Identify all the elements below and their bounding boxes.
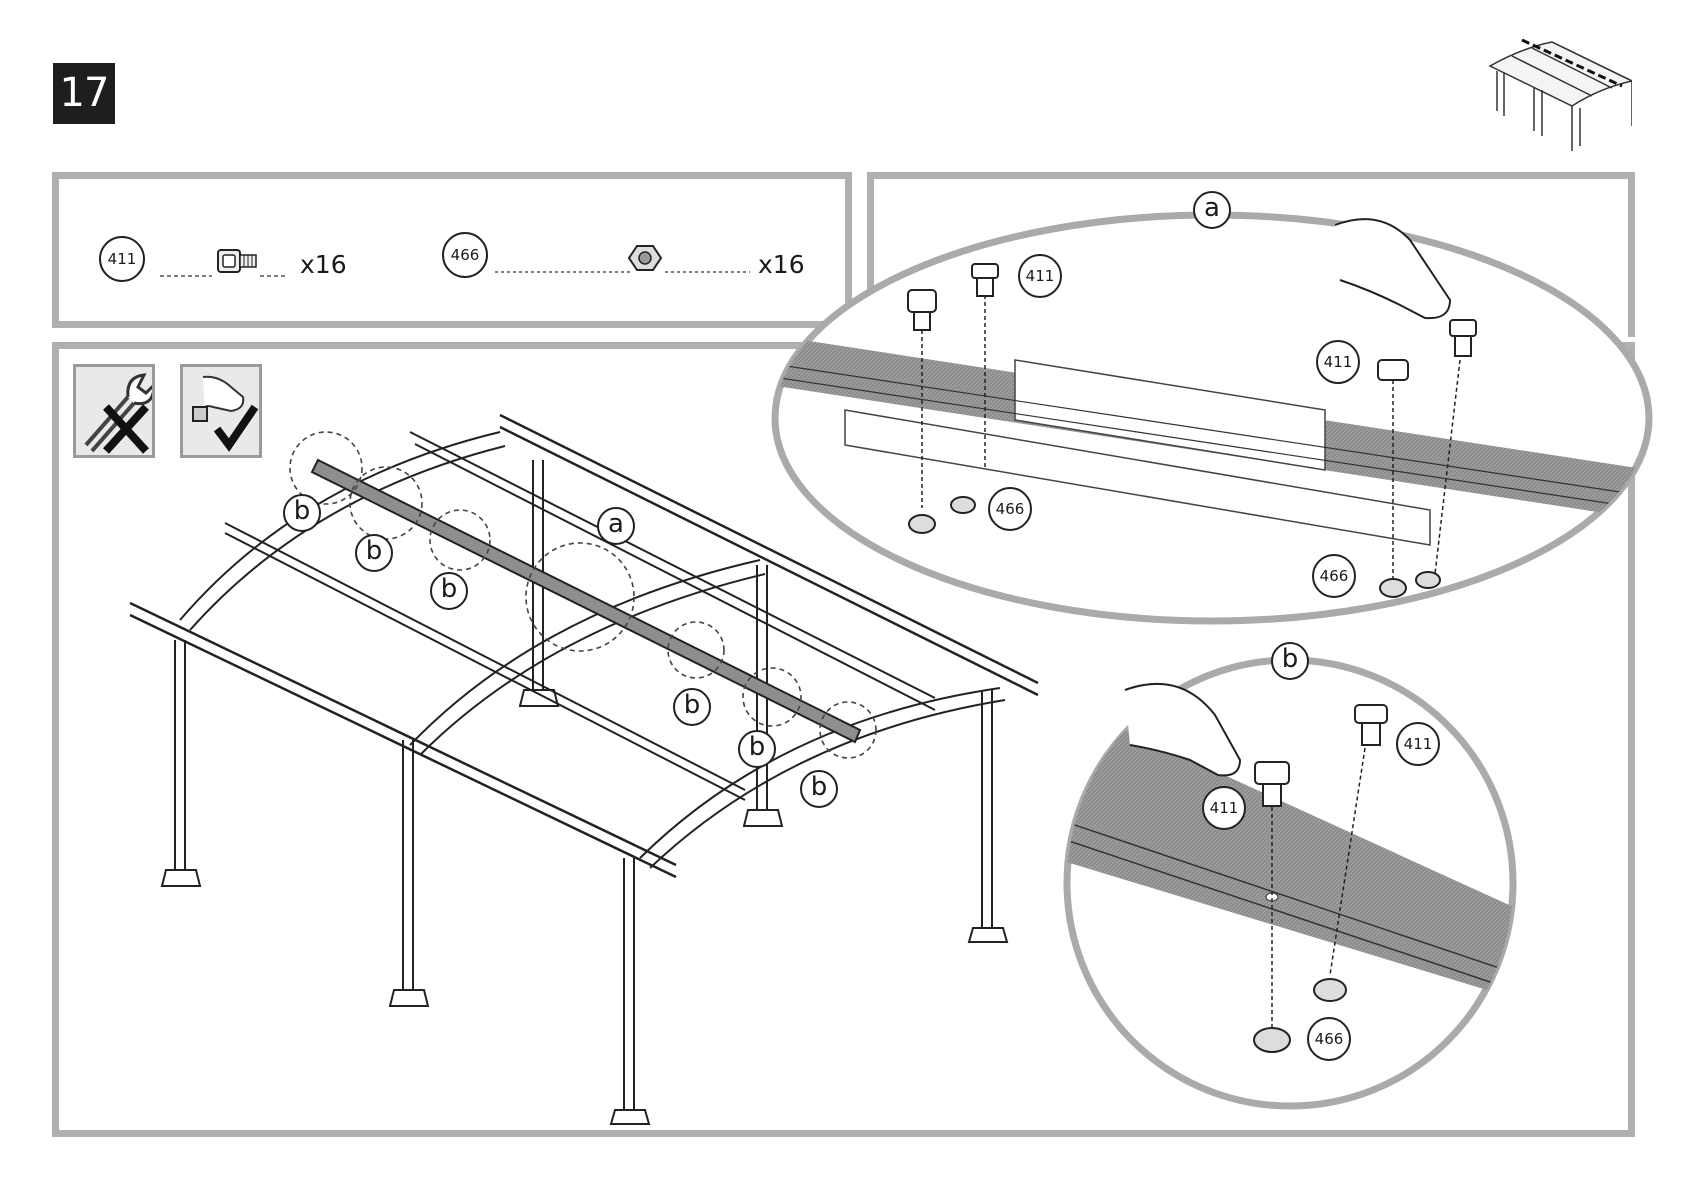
flange-nut-icon bbox=[495, 238, 755, 278]
callout-b-2: b bbox=[355, 534, 393, 572]
no-wrench-box bbox=[73, 364, 155, 458]
part-id-411: 411 bbox=[99, 236, 145, 282]
detail-b-nut-label: 466 bbox=[1307, 1017, 1351, 1061]
callout-b-5: b bbox=[738, 730, 776, 768]
detail-a-letter: a bbox=[1193, 191, 1231, 229]
callout-a-main: a bbox=[597, 507, 635, 545]
detail-a-nut-label-2: 466 bbox=[1312, 554, 1356, 598]
detail-a-bolt-label-2: 411 bbox=[1316, 340, 1360, 384]
callout-b-6: b bbox=[800, 770, 838, 808]
part-466-quantity: x16 bbox=[758, 250, 805, 279]
detail-b-bolt-label-1: 411 bbox=[1396, 722, 1440, 766]
callout-b-1: b bbox=[283, 494, 321, 532]
part-411-quantity: x16 bbox=[300, 250, 347, 279]
callout-b-3: b bbox=[430, 572, 468, 610]
wrench-icon bbox=[76, 367, 152, 455]
detail-b-letter: b bbox=[1271, 642, 1309, 680]
carport-thumbnail-icon bbox=[1482, 26, 1632, 156]
detail-a-nut-label-1: 466 bbox=[988, 487, 1032, 531]
detail-panel-frame bbox=[867, 172, 1635, 337]
hand-tighten-box bbox=[180, 364, 262, 458]
part-id-466: 466 bbox=[442, 232, 488, 278]
detail-a-bolt-label-1: 411 bbox=[1018, 254, 1062, 298]
callout-b-4: b bbox=[673, 688, 711, 726]
detail-b-bolt-label-2: 411 bbox=[1202, 786, 1246, 830]
hand-tighten-icon bbox=[183, 367, 259, 455]
bolt-icon bbox=[160, 240, 290, 280]
step-number: 17 bbox=[53, 63, 115, 124]
